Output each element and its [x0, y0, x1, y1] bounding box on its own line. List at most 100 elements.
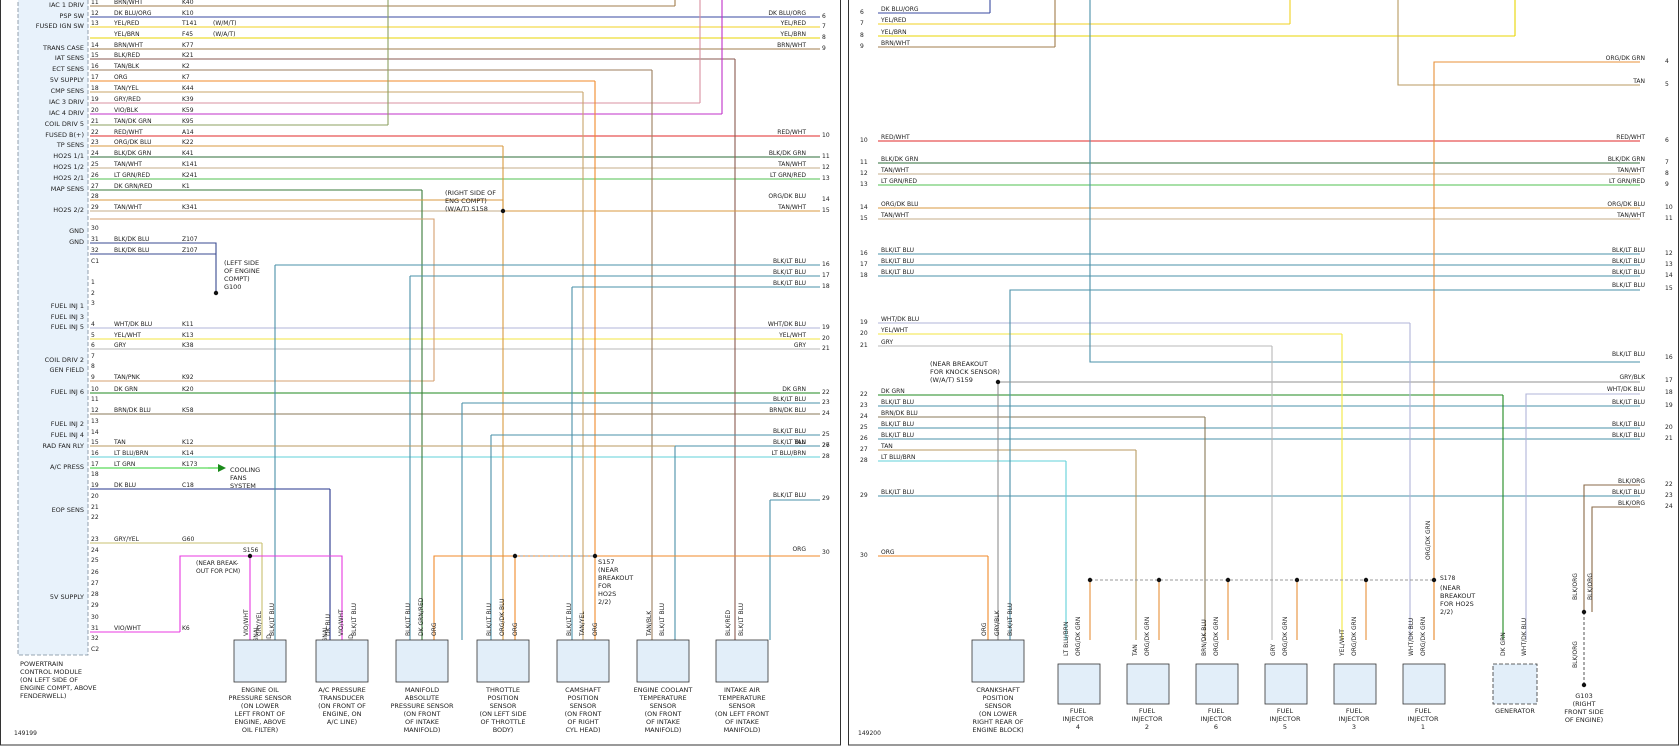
pcm-pin-number: 28 [91, 193, 99, 200]
splice-s159-label: FOR KNOCK SENSOR) [930, 368, 1000, 376]
pcm-pin-label: GND [69, 227, 84, 235]
pcm-pin-number: 11 [91, 396, 99, 403]
sensor-wire-label: DK GRN/RED [418, 597, 425, 636]
connection-number: 10 [822, 132, 830, 139]
splice-s156-label: S156 [243, 547, 258, 554]
connection-number: 10 [1665, 204, 1673, 211]
pcm-pin-label: EOP SENS [52, 506, 84, 514]
connection-number: 17 [860, 261, 868, 268]
circuit-id: K95 [182, 118, 194, 125]
wire-color-label: TAN/PNK [113, 374, 141, 381]
connection-number: 12 [1665, 250, 1673, 257]
circuit-id: F45 [182, 31, 193, 38]
sensor-name: PRESSURE SENSOR [228, 694, 292, 702]
pcm-pin-label: 5V SUPPLY [50, 593, 84, 601]
pcm-pin-number: 29 [91, 204, 99, 211]
sensor-name: MANIFOLD) [404, 726, 441, 734]
splice-s156-label: OUT FOR PCM) [196, 568, 240, 575]
injector-name: 5 [1283, 723, 1287, 731]
sensor-body [556, 639, 610, 683]
wire-color-label: BRN/WHT [114, 0, 143, 6]
pcm-pin-number: 24 [91, 150, 99, 157]
injector-wire-label: TAN [1132, 644, 1139, 657]
wire-color-label: ORG [114, 74, 128, 81]
right-edge-wire-label: BLK/LT BLU [1612, 489, 1645, 496]
wire-color-label: BLK/LT BLU [881, 432, 914, 439]
injector-name: FUEL [1415, 707, 1432, 715]
module-caption: (ON LEFT SIDE OF [20, 676, 78, 684]
wire-color-label: YEL/RED [880, 17, 907, 24]
injector-body [1195, 663, 1239, 705]
splice-dot [1581, 609, 1587, 615]
wire-color-label: WHT/DK BLU [114, 321, 152, 328]
arrow-icon [218, 464, 226, 472]
wires-layer [90, 0, 1640, 685]
sensor-name: OF RIGHT [567, 718, 598, 726]
wire-orgdkgrn [1433, 61, 1640, 640]
circuit-id: K92 [182, 374, 194, 381]
connection-number: 24 [860, 413, 868, 420]
sensor-name: OIL FILTER) [242, 726, 278, 734]
cooling-fans-label: COOLING [230, 466, 260, 474]
right-edge-wire-label: BLK/DK GRN [769, 150, 806, 157]
wire-color-label: YEL/RED [113, 20, 140, 27]
circuit-id: K11 [182, 321, 194, 328]
circuit-id: C18 [182, 482, 194, 489]
circuit-note: (W/A/T) [213, 31, 235, 38]
right-edge-wire-label: BLK/LT BLU [773, 439, 806, 446]
sensor-name: BODY) [493, 726, 514, 734]
wire-color-label: LT GRN/RED [881, 178, 917, 185]
wire-color-label: TAN/YEL [113, 85, 139, 92]
circuit-id: K14 [182, 450, 194, 457]
sensor-wire-label: TAN/YEL [579, 611, 586, 637]
splice-dot [1087, 577, 1093, 583]
wire-tanpnk [90, 218, 435, 381]
connection-number: 23 [822, 399, 830, 406]
sensor-name: TRANSDUCER [319, 694, 365, 702]
wire-color-label: YEL/WHT [880, 327, 908, 334]
pcm-pin-number: 15 [91, 52, 99, 59]
circuit-id: K173 [182, 461, 198, 468]
pcm-pin-number: 7 [91, 353, 95, 360]
wire-color-label: TAN/WHT [880, 167, 909, 174]
sensor-name: A/C PRESSURE [318, 686, 365, 694]
injector-name: INJECTOR [1339, 715, 1370, 723]
right-edge-wire-label: BLK/LT BLU [1612, 421, 1645, 428]
connection-number: 17 [1665, 377, 1673, 384]
injector-wire-label: ORG/DK GRN [1075, 617, 1082, 656]
connection-number: 10 [860, 137, 868, 144]
pcm-pin-label: HO2S 1/2 [53, 163, 84, 171]
splice-s158-label: ENG COMPT) [445, 197, 487, 205]
right-edge-wire-label: BRN/DK BLU [769, 407, 806, 414]
injector-name: FUEL [1346, 707, 1363, 715]
right-edge-wire-label: DK GRN [782, 386, 806, 393]
sensor-body [636, 639, 690, 683]
pcm-pin-number: 29 [91, 602, 99, 609]
sensor-wire-label: BLK/LT BLU [486, 603, 493, 636]
injector-wire-label: YEL/WHT [1339, 629, 1346, 657]
module-caption: FENDERWELL) [20, 692, 66, 700]
wire-color-label: BLK/DK BLU [114, 236, 149, 243]
connection-number: 4 [1665, 58, 1669, 65]
pcm-pin-label: MAP SENS [51, 185, 84, 193]
wire-vertical-label: BLK/ORG [1572, 641, 1579, 668]
sensor-body [971, 639, 1025, 683]
pcm-pin-label: 5V SUPPLY [50, 76, 84, 84]
pcm-pin-label: GEN FIELD [50, 366, 84, 374]
circuit-id: G60 [182, 536, 194, 543]
figure-id: 149199 [14, 730, 37, 737]
right-edge-wire-label: BLK/LT BLU [1612, 399, 1645, 406]
splice-s158-label: (W/A/T) S158 [445, 205, 488, 213]
circuit-id: T141 [181, 20, 197, 27]
right-edge-wire-label: GRY [794, 342, 806, 349]
pcm-pin-number: 27 [91, 183, 99, 190]
pcm-pin-label: HO2S 1/1 [53, 152, 84, 160]
right-edge-wire-label: RED/WHT [1616, 134, 1645, 141]
pcm-pin-label: ECT SENS [52, 65, 84, 73]
sensor-name: OF INTAKE [646, 718, 680, 726]
pcm-pin-number: 18 [91, 85, 99, 92]
pcm-pin-number: 11 [91, 0, 99, 6]
wire-color-label: VIO/WHT [114, 625, 141, 632]
